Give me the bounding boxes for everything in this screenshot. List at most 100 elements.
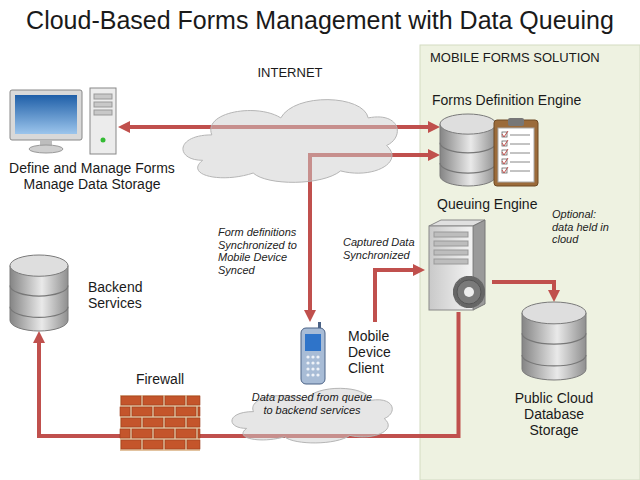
check-box — [502, 159, 507, 164]
gear-tooth — [456, 279, 483, 306]
monitor-screen — [15, 95, 77, 134]
connector-arrow — [375, 270, 417, 322]
check-mark — [502, 131, 508, 137]
phone-key — [306, 373, 309, 376]
check-mark — [502, 158, 508, 164]
server-slot — [434, 259, 468, 264]
firewall-node: Firewall — [120, 395, 200, 451]
solution-panel: MOBILE FORMS SOLUTIONForms Definition En… — [420, 45, 640, 480]
brick — [143, 418, 163, 427]
brick — [143, 440, 163, 449]
gear — [453, 276, 485, 308]
clipboard-board — [494, 120, 538, 186]
phone-node: Mobile Device Client — [298, 322, 400, 388]
brick — [132, 429, 152, 438]
database-band — [440, 143, 496, 153]
database-node: Forms Definition Engine — [440, 112, 540, 188]
drive-bay — [94, 102, 112, 107]
brick — [154, 407, 174, 416]
edge-label: Form definitions Synchronized to Mobile … — [218, 226, 306, 277]
monitor-base — [29, 145, 63, 153]
computer-node: Define and Manage Forms Manage Data Stor… — [10, 88, 118, 155]
node-label: Queuing Engine — [437, 196, 537, 212]
diagram-title: Cloud-Based Forms Management with Data Q… — [0, 6, 640, 35]
phone-key — [311, 367, 314, 370]
brick — [187, 418, 200, 427]
connector-arrow — [310, 155, 432, 314]
node-label: Firewall — [120, 371, 200, 387]
connector-arrow — [492, 282, 554, 294]
phone-key — [316, 355, 319, 358]
brick — [120, 429, 130, 438]
node-label: Backend Services — [88, 279, 160, 311]
server-icon — [425, 218, 492, 312]
check-mark — [502, 167, 508, 173]
phone-body — [301, 328, 325, 384]
database-band — [440, 163, 496, 173]
server-slot — [434, 241, 468, 246]
phone-key — [306, 367, 309, 370]
clipboard-clip — [508, 118, 524, 126]
brick — [121, 440, 141, 449]
brick — [198, 429, 200, 438]
phone-key — [316, 373, 319, 376]
check-box — [502, 141, 507, 146]
monitor-frame — [10, 90, 82, 140]
database-band — [10, 307, 68, 318]
tower — [90, 88, 116, 154]
db-icon — [10, 255, 68, 331]
database-top — [10, 255, 68, 276]
brick — [120, 407, 130, 416]
cloud-shape — [183, 100, 397, 183]
computer-icon — [10, 88, 118, 155]
server-slot — [434, 250, 468, 255]
phone-key — [316, 367, 319, 370]
brick — [198, 407, 200, 416]
database-band — [10, 285, 68, 296]
cloud-shape — [232, 388, 392, 443]
database-band — [522, 355, 586, 366]
brick — [165, 440, 185, 449]
power-light — [101, 138, 106, 143]
database-top — [440, 114, 496, 134]
gear-wheel — [457, 280, 481, 304]
node-label: Data passed from queue to backend servic… — [247, 391, 377, 416]
dbclip-icon — [440, 112, 540, 188]
cloud-icon — [175, 66, 405, 190]
node-label: Public Cloud Database Storage — [504, 390, 604, 438]
gear-hub — [464, 287, 474, 297]
form-line — [510, 171, 530, 172]
server-node: Queuing Engine — [425, 218, 492, 312]
brick — [121, 396, 141, 405]
check-box — [502, 132, 507, 137]
phone-key — [311, 355, 314, 358]
brick — [132, 407, 152, 416]
drive-bay — [94, 94, 112, 99]
form-line — [510, 162, 530, 163]
phone-key — [311, 373, 314, 376]
brick — [176, 429, 196, 438]
cloud-outline — [232, 388, 392, 443]
server-slot — [434, 232, 468, 237]
phone-key — [306, 361, 309, 364]
check-box — [502, 150, 507, 155]
brick — [154, 429, 174, 438]
phone-key — [316, 361, 319, 364]
database-node: Public Cloud Database Storage — [522, 302, 586, 380]
node-label: INTERNET — [175, 66, 405, 81]
check-mark — [502, 140, 508, 146]
check-box — [502, 168, 507, 173]
cloud-node: Data passed from queue to backend servic… — [226, 378, 398, 448]
database-top — [522, 302, 586, 324]
node-label: Forms Definition Engine — [432, 92, 581, 108]
phone-screen — [305, 334, 321, 351]
cloud-node: INTERNET — [175, 66, 405, 190]
brick — [165, 396, 185, 405]
drive-bay — [94, 110, 112, 115]
edge-label: Optional: data held in cloud — [552, 208, 616, 246]
brick — [143, 396, 163, 405]
brick-icon — [120, 395, 200, 451]
node-label: Define and Manage Forms Manage Data Stor… — [2, 160, 182, 192]
cloud-outline — [183, 100, 397, 183]
